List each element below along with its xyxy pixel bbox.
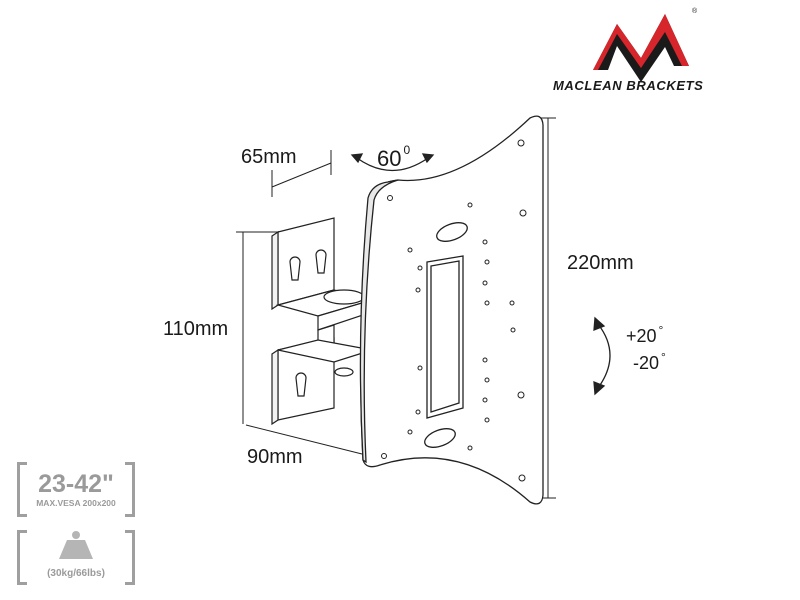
label-90mm: 90mm bbox=[247, 446, 303, 468]
tilt-arrow-icon bbox=[593, 316, 611, 396]
wall-plate bbox=[271, 217, 335, 426]
dimension-110mm bbox=[236, 231, 278, 418]
label-65mm: 65mm bbox=[241, 146, 297, 168]
dimension-65mm bbox=[271, 150, 332, 197]
registered-mark: ® bbox=[692, 8, 698, 15]
tilt-down-label: -20° bbox=[633, 350, 666, 373]
label-110mm: 110mm bbox=[163, 318, 229, 340]
swivel-arrow-icon bbox=[350, 153, 435, 172]
tilt-up-label: +20° bbox=[626, 323, 664, 346]
tv-plate bbox=[359, 115, 544, 505]
screen-size-range: 23-42" bbox=[38, 470, 114, 498]
label-220mm: 220mm bbox=[567, 252, 634, 274]
brand-name: MACLEAN BRACKETS bbox=[553, 78, 704, 93]
weight-icon bbox=[59, 531, 93, 559]
max-load-text: (30kg/66lbs) bbox=[47, 568, 105, 579]
max-load-badge: (30kg/66lbs) bbox=[17, 530, 135, 585]
brand-logo bbox=[593, 14, 689, 82]
vesa-spec: MAX.VESA 200x200 bbox=[36, 498, 116, 508]
dimension-90mm bbox=[242, 418, 367, 456]
tv-plate-holes bbox=[381, 139, 527, 482]
screen-size-badge: 23-42" MAX.VESA 200x200 bbox=[17, 462, 135, 517]
